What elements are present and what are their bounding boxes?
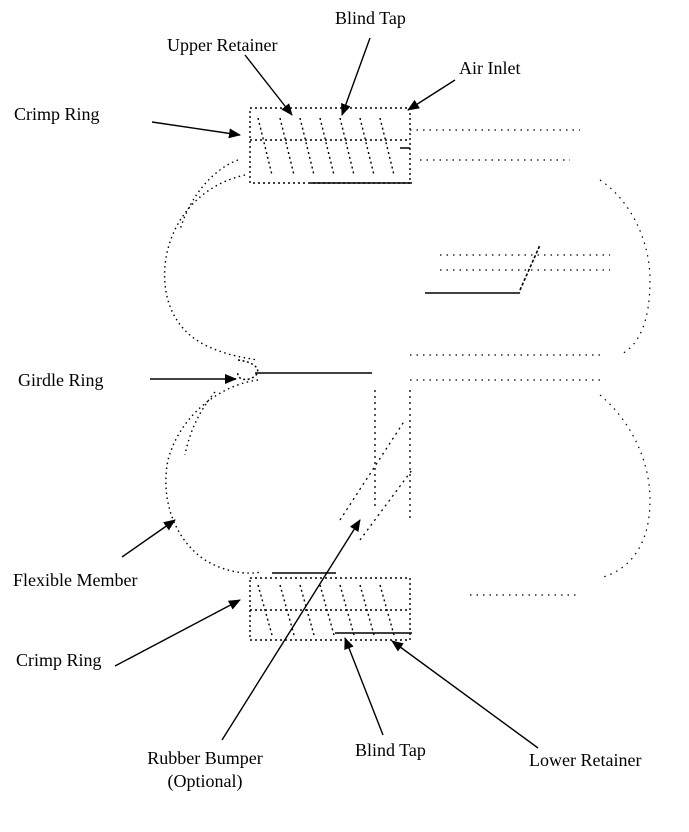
arrow-rubber-bumper xyxy=(221,519,361,741)
upper-bellows-detail xyxy=(519,244,541,291)
arrow-blind-tap-bottom xyxy=(344,637,384,736)
label-crimp-ring-top: Crimp Ring xyxy=(14,104,100,124)
label-rubber-bumper-line2: (Optional) xyxy=(167,771,243,791)
air-spring-right-outline xyxy=(410,129,651,596)
label-rubber-bumper-line1: Rubber Bumper xyxy=(147,748,263,768)
label-blind-tap-top: Blind Tap xyxy=(335,8,406,28)
label-girdle-ring: Girdle Ring xyxy=(18,370,104,390)
label-lower-retainer: Lower Retainer xyxy=(529,750,642,770)
label-air-inlet: Air Inlet xyxy=(459,58,521,78)
label-flexible-member: Flexible Member xyxy=(13,570,138,590)
girdle-ring-shape xyxy=(237,359,259,381)
center-column xyxy=(339,390,413,541)
arrow-upper-retainer xyxy=(244,54,293,116)
label-upper-retainer: Upper Retainer xyxy=(167,35,278,55)
upper-retainer-block xyxy=(249,107,411,184)
arrow-flexible-member xyxy=(121,519,176,558)
arrow-air-inlet xyxy=(407,79,456,111)
label-blind-tap-bottom: Blind Tap xyxy=(355,740,426,760)
air-spring-left-outline xyxy=(163,159,263,574)
arrow-blind-tap-top xyxy=(341,37,371,116)
label-rubber-bumper: Rubber Bumper (Optional) xyxy=(130,748,280,791)
arrow-lower-retainer xyxy=(391,640,539,749)
arrow-crimp-ring-bottom xyxy=(114,599,241,667)
lower-retainer-block xyxy=(249,577,411,641)
label-crimp-ring-bottom: Crimp Ring xyxy=(16,650,102,670)
arrow-crimp-ring-top xyxy=(151,121,241,139)
